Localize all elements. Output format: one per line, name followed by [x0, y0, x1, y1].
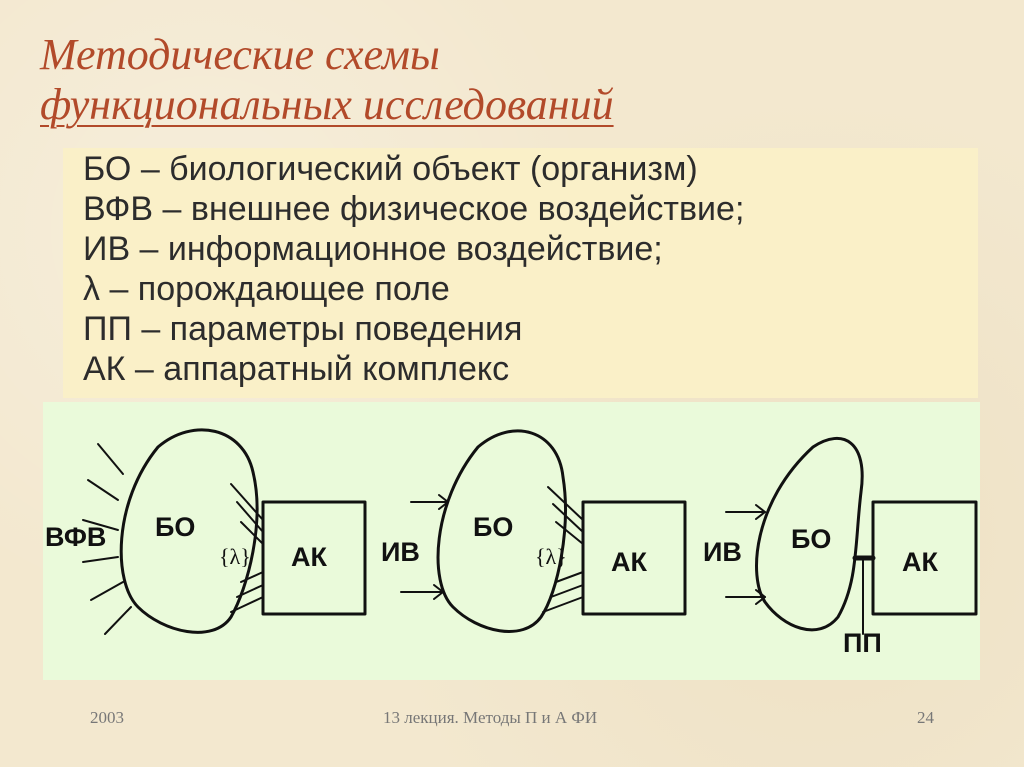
legend-item-iv: ИВ – информационное воздействие;	[83, 230, 663, 268]
scheme1-device-box	[261, 500, 367, 616]
scheme2-field-label: {λ}	[535, 544, 567, 569]
scheme2-device-box	[581, 500, 687, 616]
slide-title: Методические схемы функциональных исслед…	[40, 30, 940, 130]
footer-year: 2003	[90, 708, 124, 727]
scheme1-vfv-rays	[82, 443, 132, 635]
scheme2-object-blob	[436, 429, 567, 633]
scheme2-object-label: БО	[473, 512, 514, 542]
scheme2-iv-arrows	[400, 494, 449, 600]
scheme2-input-label: ИВ	[381, 537, 420, 567]
scheme2-device-label: АК	[611, 547, 647, 577]
scheme3-iv-arrows	[725, 504, 766, 605]
scheme3-device-label: АК	[902, 547, 938, 577]
scheme3-output-arrow	[852, 555, 876, 635]
legend-item-pp: ПП – параметры поведения	[83, 310, 523, 348]
legend-item-ak: АК – аппаратный комплекс	[83, 350, 510, 388]
scheme1-field-lines	[230, 483, 264, 613]
scheme2-field-lines	[542, 486, 584, 613]
scheme3-input-label: ИВ	[703, 537, 742, 567]
scheme-drawing	[82, 428, 978, 635]
scheme3-output-label: ПП	[843, 628, 882, 658]
footer-page-number: 24	[917, 708, 934, 727]
legend-item-vfv: ВФВ – внешнее физическое воздействие;	[83, 190, 745, 228]
footer-course: 13 лекция. Методы П и А ФИ	[383, 708, 598, 727]
scheme-diagram: ВФВ БО {λ} АК ИВ БО {λ} АК ИВ БО АК ПП	[43, 402, 980, 680]
scheme1-field-label: {λ}	[219, 544, 251, 569]
legend-box: БО – биологический объект (организм) ВФВ…	[63, 148, 978, 398]
title-line-1: Методические схемы	[40, 30, 440, 79]
legend-item-lambda: λ – порождающее поле	[83, 270, 450, 308]
scheme1-input-label: ВФВ	[45, 522, 107, 552]
scheme1-object-blob	[119, 428, 259, 634]
scheme1-object-label: БО	[155, 512, 196, 542]
scheme1-device-label: АК	[291, 542, 327, 572]
scheme3-object-blob	[755, 436, 864, 632]
scheme3-object-label: БО	[791, 524, 832, 554]
title-line-2: функциональных исследований	[40, 80, 614, 129]
legend-item-bo: БО – биологический объект (организм)	[83, 150, 698, 188]
